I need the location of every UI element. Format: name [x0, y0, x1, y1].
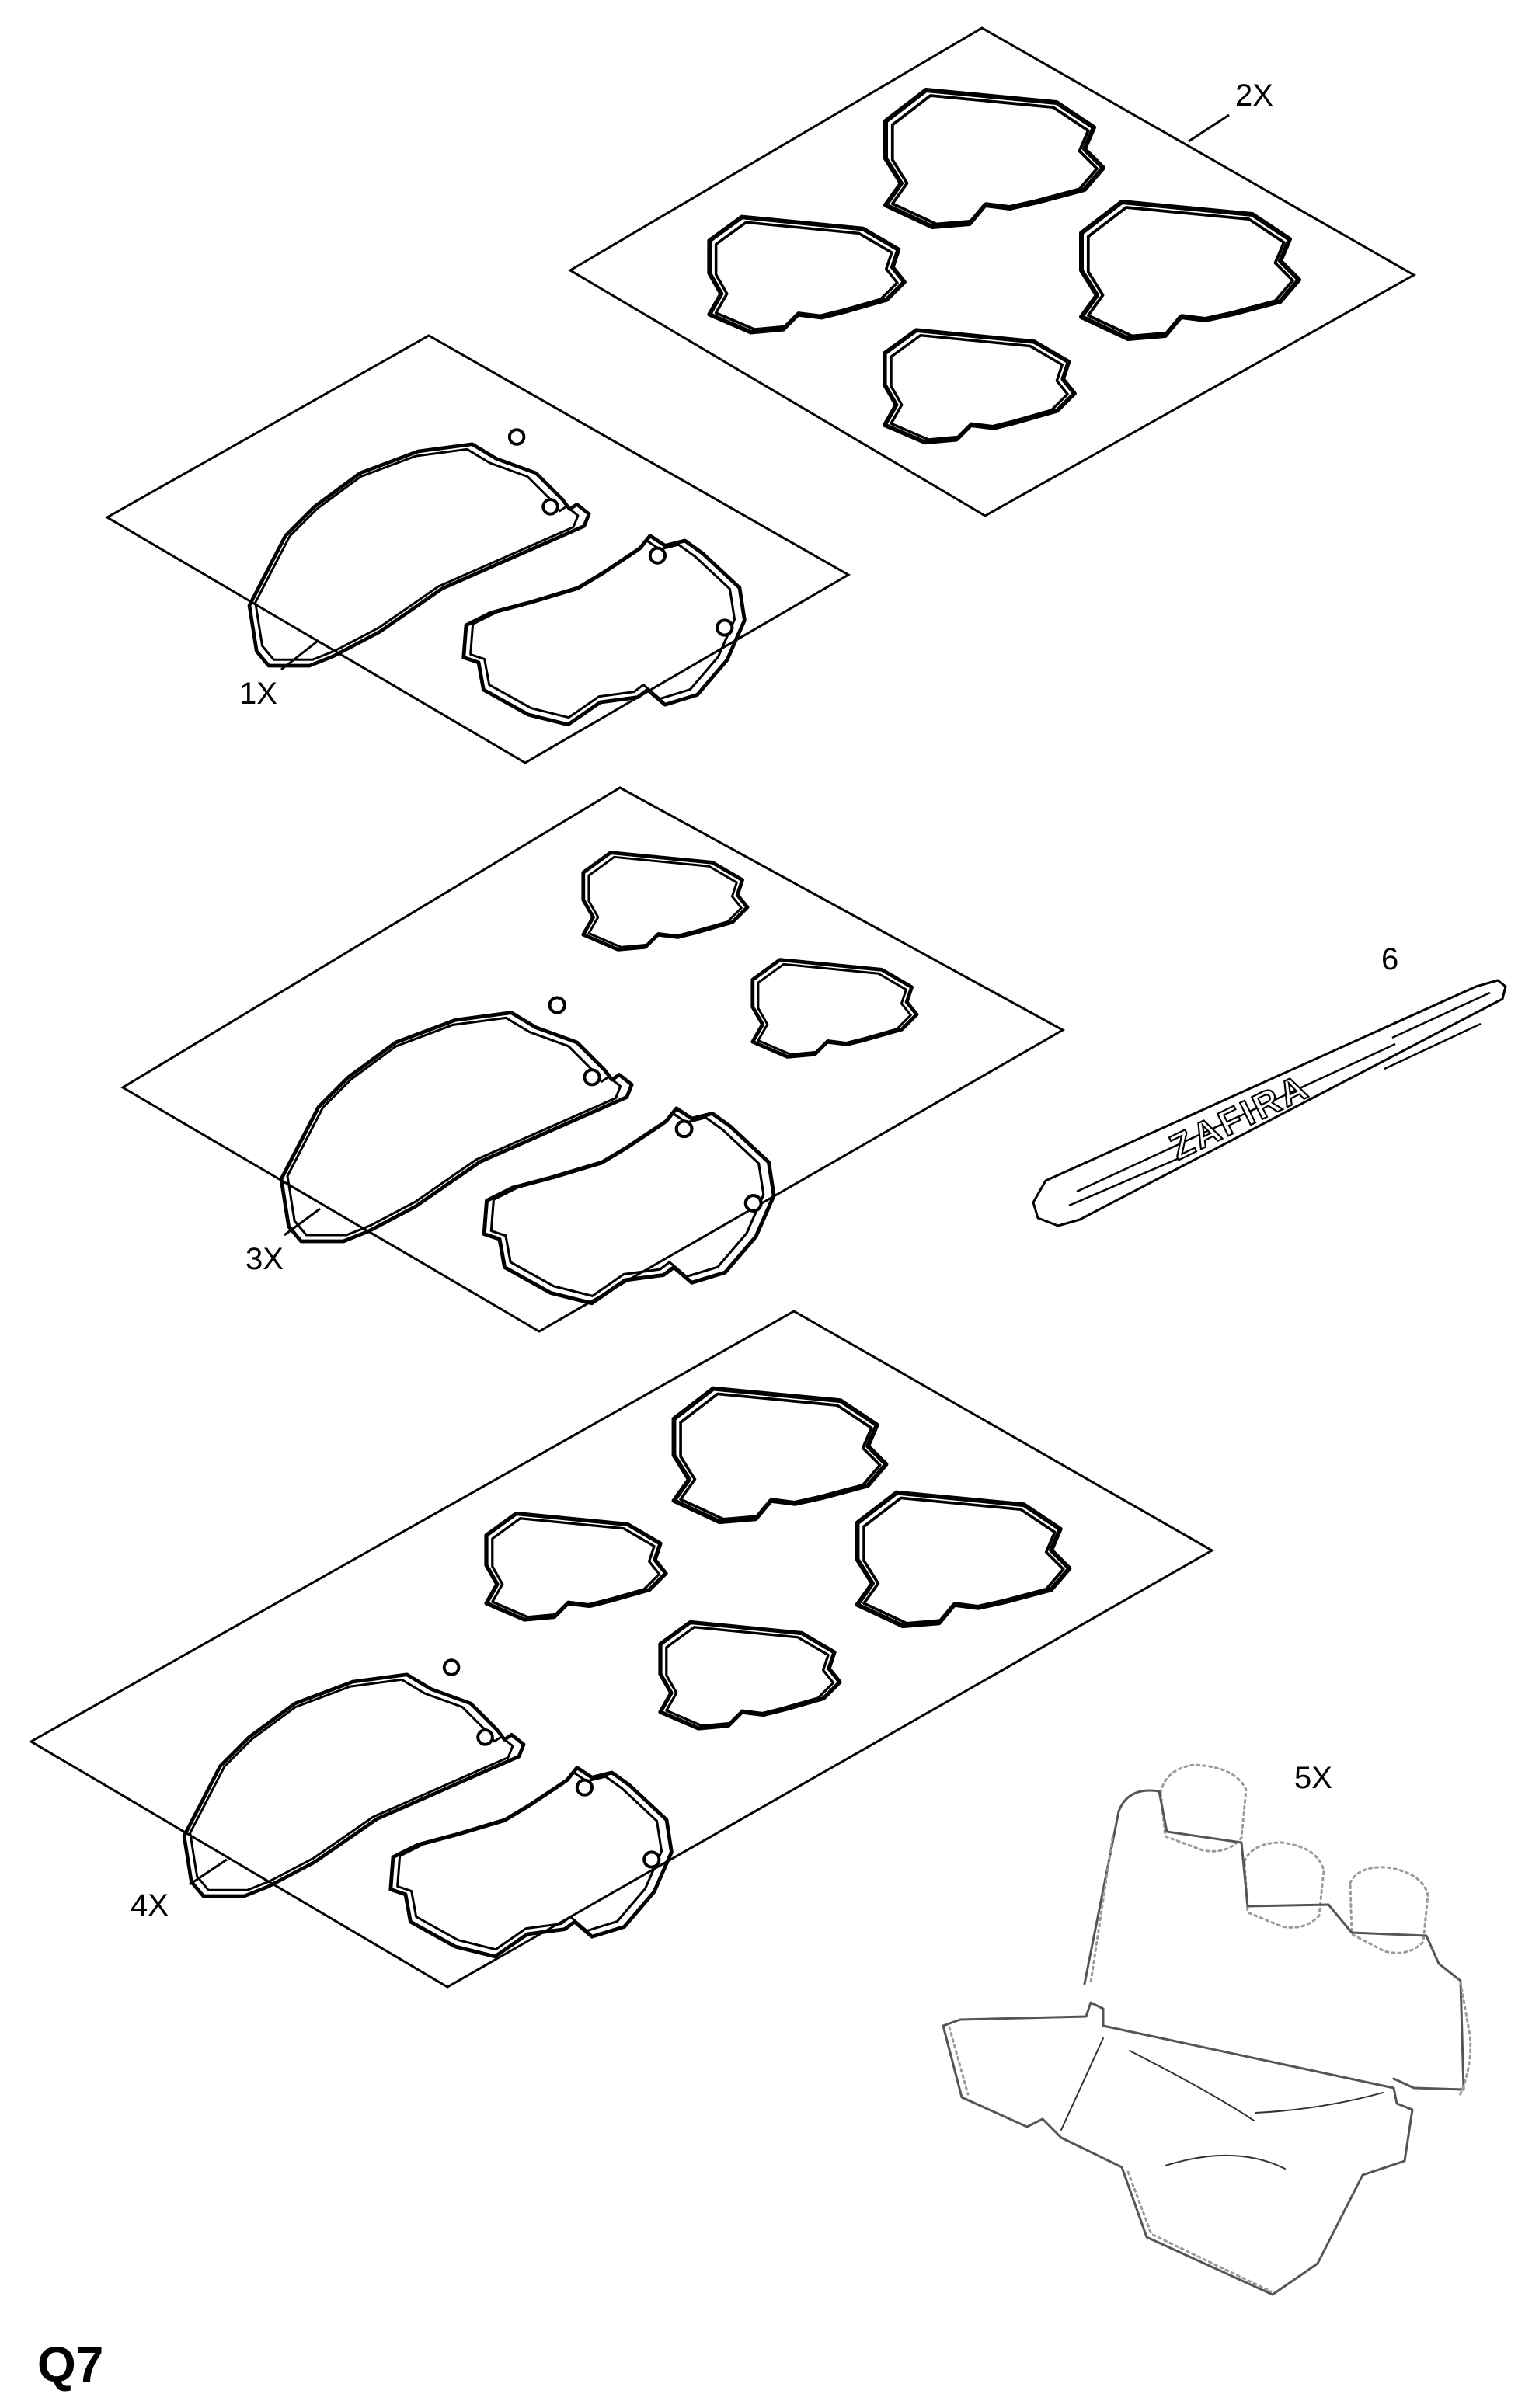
kit-4-callout: 4X	[131, 1888, 169, 1923]
floor-mat-kit-4: 4X	[28, 1310, 1215, 1989]
floor-mat-kit-2: 2X	[568, 26, 1417, 517]
rear-seat-cover: 5X	[942, 1761, 1472, 2296]
seat-cover-fold-4	[1255, 2092, 1384, 2114]
kit-1-callout: 1X	[239, 677, 277, 711]
kit-2-sheet	[568, 26, 1417, 517]
sill-plate-groove-top	[1076, 1042, 1396, 1193]
page-code: Q7	[37, 2337, 103, 2392]
kit-4-mat-passenger	[391, 1768, 672, 1957]
seat-cover-fold-2	[1129, 2050, 1255, 2121]
sill-plate-groove-upper	[1391, 991, 1491, 1039]
floor-mat-kit-1: 1X	[104, 334, 851, 764]
sill-plate-groove-lower	[1384, 1022, 1482, 1070]
seat-cover-cushion	[942, 2001, 1414, 2296]
sill-plate-callout: 6	[1381, 942, 1398, 976]
kit-4-sheet	[28, 1310, 1215, 1989]
kit-1-mat-passenger	[464, 536, 745, 725]
headrest-right	[1349, 1866, 1429, 1954]
kit-2-leader	[1188, 113, 1230, 143]
kit-1-leader	[280, 640, 318, 671]
sill-plate-groove-bottom	[1068, 1156, 1182, 1207]
kit-3-leader	[284, 1207, 321, 1237]
kit-2-callout: 2X	[1235, 78, 1273, 113]
kit-3-callout: 3X	[245, 1242, 284, 1276]
seat-cover-fold-3	[1165, 2154, 1286, 2170]
seat-cover-fold-1	[1060, 2037, 1104, 2131]
seat-cover-cushion-edge	[948, 2026, 1273, 2293]
kit-3-mat-passenger	[484, 1108, 774, 1303]
kit-4-leader	[189, 1858, 228, 1886]
kit-4-mat-driver	[184, 1658, 524, 1896]
seat-cover-backrest-edge	[1089, 1836, 1472, 2099]
seat-cover-backrest	[1083, 1789, 1465, 2091]
kit-1-sheet	[104, 334, 851, 764]
floor-mat-kit-3: 3X	[120, 786, 1066, 1333]
headrest-left	[1159, 1763, 1248, 1853]
kit-1-mat-driver	[249, 428, 589, 666]
sill-plate: 6 ZAFIRA	[1032, 942, 1507, 1227]
headrest-center	[1243, 1841, 1325, 1929]
kit-3-mat-driver	[281, 996, 632, 1241]
seat-cover-callout: 5X	[1294, 1761, 1332, 1795]
